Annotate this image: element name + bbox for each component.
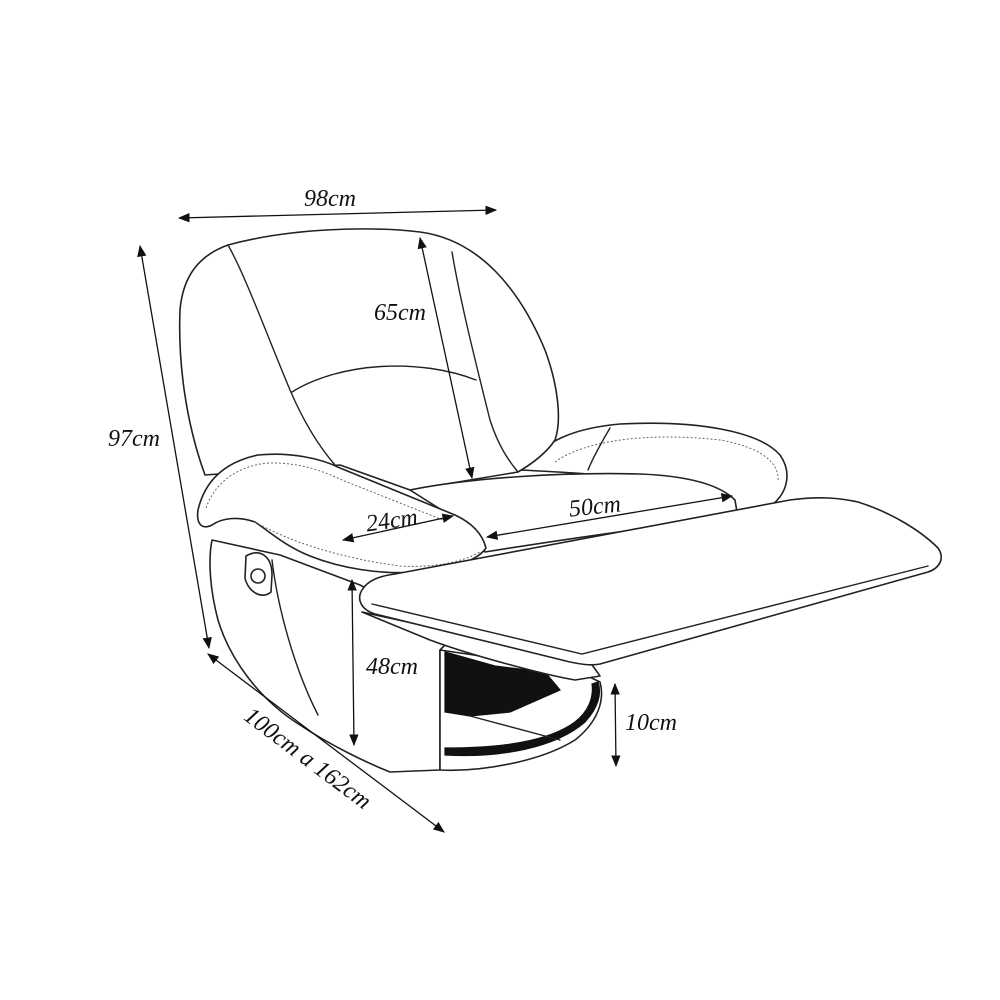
footrest-clearance-label: 10cm (625, 710, 677, 736)
backrest-height-label: 65cm (374, 300, 426, 326)
seat-depth-label: 50cm (568, 491, 622, 522)
left-armrest-stitching (205, 462, 449, 523)
seat-depth-dimension-arrow (485, 493, 734, 540)
backrest-left-panel-seam (227, 244, 336, 466)
height-dimension-arrow (137, 244, 212, 650)
swivel-base-ring (444, 681, 601, 757)
width-label: 98cm (304, 186, 356, 212)
recliner-chair-illustration (178, 228, 942, 773)
footrest-clearance-dimension-arrow (610, 682, 621, 768)
backrest-dimension-arrow (417, 236, 475, 480)
backrest (178, 228, 560, 491)
armrest-dimension-arrow (341, 513, 455, 543)
footrest (358, 497, 942, 666)
width-dimension-arrow (177, 205, 498, 223)
seat-height-label: 48cm (366, 654, 418, 680)
dimension-lines (137, 205, 734, 833)
recline-handle-knob (250, 568, 266, 584)
depth-dimension-arrow (207, 653, 445, 833)
right-armrest-stitching (554, 436, 779, 483)
swivel-base-mechanism (444, 651, 561, 717)
footrest-side (361, 611, 601, 681)
height-label: 97cm (108, 426, 160, 452)
footrest-edge-seam (371, 565, 929, 655)
